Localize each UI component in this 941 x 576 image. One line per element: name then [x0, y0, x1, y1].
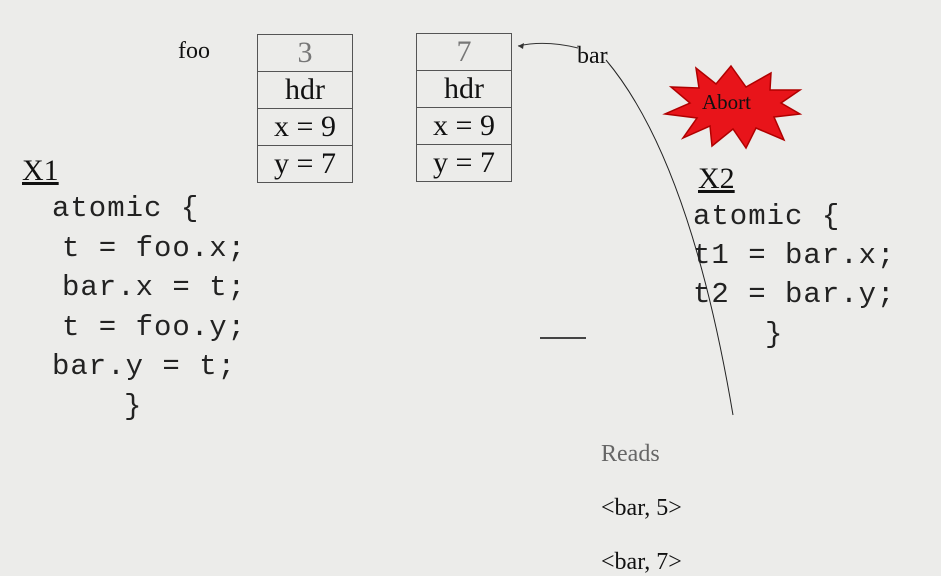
bar-hdr-cell: hdr [417, 71, 511, 108]
x1-code-line-2: t = foo.x; [62, 232, 247, 265]
x1-code-line-5: bar.y = t; [52, 350, 237, 383]
diagram-lines [517, 42, 803, 416]
x1-code-line-1: atomic { [52, 192, 200, 225]
bar-object: 7 hdr x = 9 y = 7 [416, 33, 512, 182]
bar-lock-cell: 7 [417, 34, 511, 71]
bar-pointer-arrow [517, 42, 579, 49]
foo-object: 3 hdr x = 9 y = 7 [257, 34, 353, 183]
x2-code-line-3: t2 = bar.y; [693, 278, 896, 311]
read-curve [605, 59, 734, 416]
bar-pointer-arrowhead [518, 43, 524, 49]
x1-code-line-6: } [124, 390, 143, 423]
bar-x-cell: x = 9 [417, 108, 511, 145]
reads-entry: <bar, 7> [601, 549, 682, 575]
bar-y-cell: y = 7 [433, 146, 495, 179]
x2-code-line-2: t1 = bar.x; [693, 239, 896, 272]
x2-code-line-1: atomic { [693, 200, 841, 233]
x1-code-line-3: bar.x = t; [62, 271, 247, 304]
reads-label: Reads [601, 441, 660, 467]
bar-label: bar [577, 43, 608, 69]
reads-entry: <bar, 5> [601, 495, 682, 521]
abort-starburst [662, 64, 803, 150]
abort-label: Abort [702, 90, 751, 114]
x2-code-line-4: } [765, 318, 784, 351]
foo-y-cell: y = 7 [274, 147, 336, 180]
foo-hdr-cell: hdr [258, 72, 352, 109]
x1-title: X1 [22, 154, 59, 187]
foo-lock-cell: 3 [258, 35, 352, 72]
reads-row: Reads <bar, 5> <bar, 7> [589, 414, 682, 576]
foo-label: foo [178, 38, 210, 64]
foo-x-cell: x = 9 [258, 109, 352, 146]
x1-code-line-4: t = foo.y; [62, 311, 247, 344]
x2-title: X2 [698, 162, 735, 195]
